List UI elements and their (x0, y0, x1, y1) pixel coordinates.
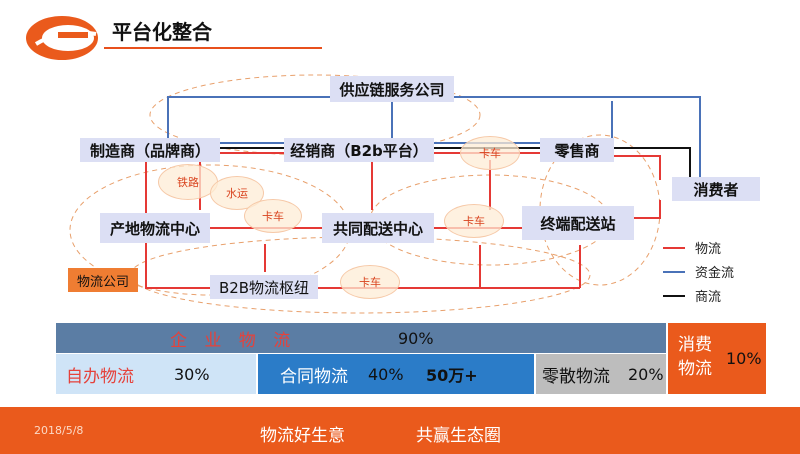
footer-date: 2018/5/8 (34, 424, 84, 437)
scatter-logistics-pct: 20% (628, 364, 664, 384)
truck-annotation: 卡车 (340, 265, 400, 299)
footer-slogan-1: 物流好生意 (260, 426, 345, 446)
manufacturer-node: 制造商（品牌商） (80, 138, 220, 162)
truck-annotation: 卡车 (444, 204, 504, 238)
scatter-logistics-bar: 零散物流 20% (536, 354, 666, 394)
terminal-station-node: 终端配送站 (522, 206, 634, 240)
contract-logistics-bar: 合同物流 40% 50万+ (258, 354, 534, 394)
enterprise-logistics-pct: 90% (398, 328, 434, 348)
contract-logistics-pct: 40% (368, 364, 404, 384)
joint-center-node: 共同配送中心 (322, 213, 434, 243)
self-logistics-label: 自办物流 (66, 366, 134, 387)
truck-annotation: 卡车 (244, 199, 302, 233)
enterprise-logistics-label: 企 业 物 流 (170, 330, 297, 351)
legend-item-capital: 资金流 (663, 262, 734, 281)
consumer-logistics-label: 消费物流 (678, 335, 712, 379)
consumer-node: 消费者 (672, 177, 760, 201)
consumer-logistics-bar: 消费物流 10% (668, 323, 766, 394)
b2b-hub-node: B2B物流枢纽 (210, 275, 318, 299)
supply-chain-node: 供应链服务公司 (330, 76, 454, 102)
retailer-node: 零售商 (540, 138, 614, 162)
legend-item-commerce: 商流 (663, 286, 721, 305)
logistics-company-node: 物流公司 (68, 268, 138, 292)
page-title: 平台化整合 (112, 20, 212, 44)
company-logo (26, 16, 98, 60)
footer-slogan-2: 共赢生态圈 (416, 426, 501, 446)
truck-annotation: 卡车 (460, 136, 520, 170)
origin-center-node: 产地物流中心 (100, 213, 210, 243)
contract-logistics-amount: 50万+ (426, 366, 478, 385)
legend-item-logistics: 物流 (663, 238, 721, 257)
rail-annotation: 铁路 (158, 164, 218, 200)
self-logistics-bar: 自办物流 30% (56, 354, 256, 394)
footer-bar (0, 407, 800, 454)
title-underline (104, 47, 322, 49)
flow-lines (145, 96, 701, 289)
self-logistics-pct: 30% (174, 364, 210, 384)
contract-logistics-label: 合同物流 (280, 366, 348, 387)
consumer-logistics-pct: 10% (726, 349, 762, 368)
enterprise-logistics-bar: 企 业 物 流 90% (56, 323, 666, 353)
scatter-logistics-label: 零散物流 (542, 366, 610, 387)
distributor-node: 经销商（B2b平台） (284, 138, 434, 162)
